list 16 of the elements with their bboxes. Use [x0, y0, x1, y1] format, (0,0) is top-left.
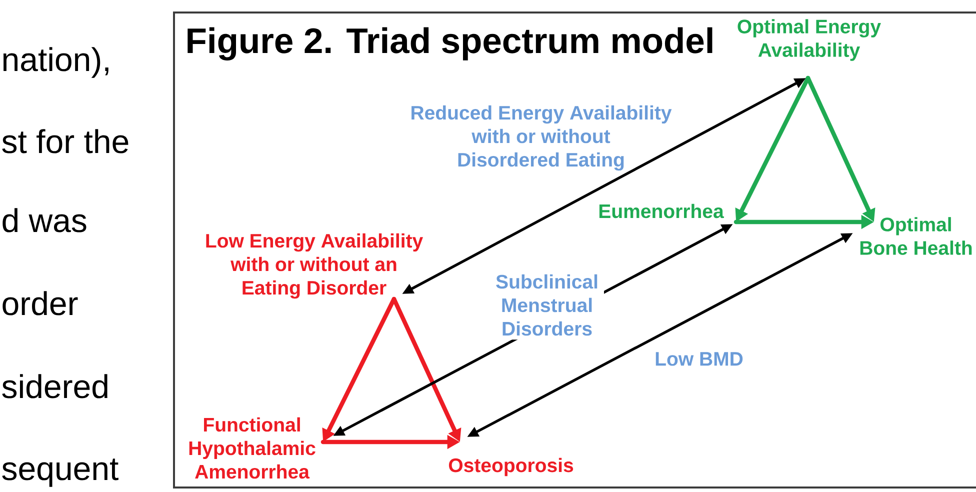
body-text: nation), — [3, 47, 108, 78]
vertex-label: Functional Hypothalamic Amenorrhea — [189, 417, 316, 479]
figure-title: Figure 2. Triad spectrum model — [188, 27, 712, 60]
edge-label: Reduced Energy Availability with or without Disordered Eating — [412, 105, 672, 171]
vertex-label: Low Energy Availability with or without an Eating Disorder — [206, 233, 423, 299]
vertex-label: Optimal Energy Availability — [738, 19, 881, 61]
body-text: sidered — [2, 374, 108, 398]
body-text: d was — [2, 208, 86, 232]
vertex-label: Osteoporosis — [448, 458, 574, 476]
edge-label: Low BMD — [656, 352, 743, 366]
vertex-label: Optimal Bone Health — [860, 217, 972, 255]
body-text: order — [2, 291, 78, 316]
body-text: st for the — [2, 129, 128, 154]
edge-label: Subclinical Menstrual Disorders — [490, 270, 604, 340]
body-text: sequent — [2, 458, 118, 487]
vertex-label: Eumenorrhea — [599, 204, 724, 218]
